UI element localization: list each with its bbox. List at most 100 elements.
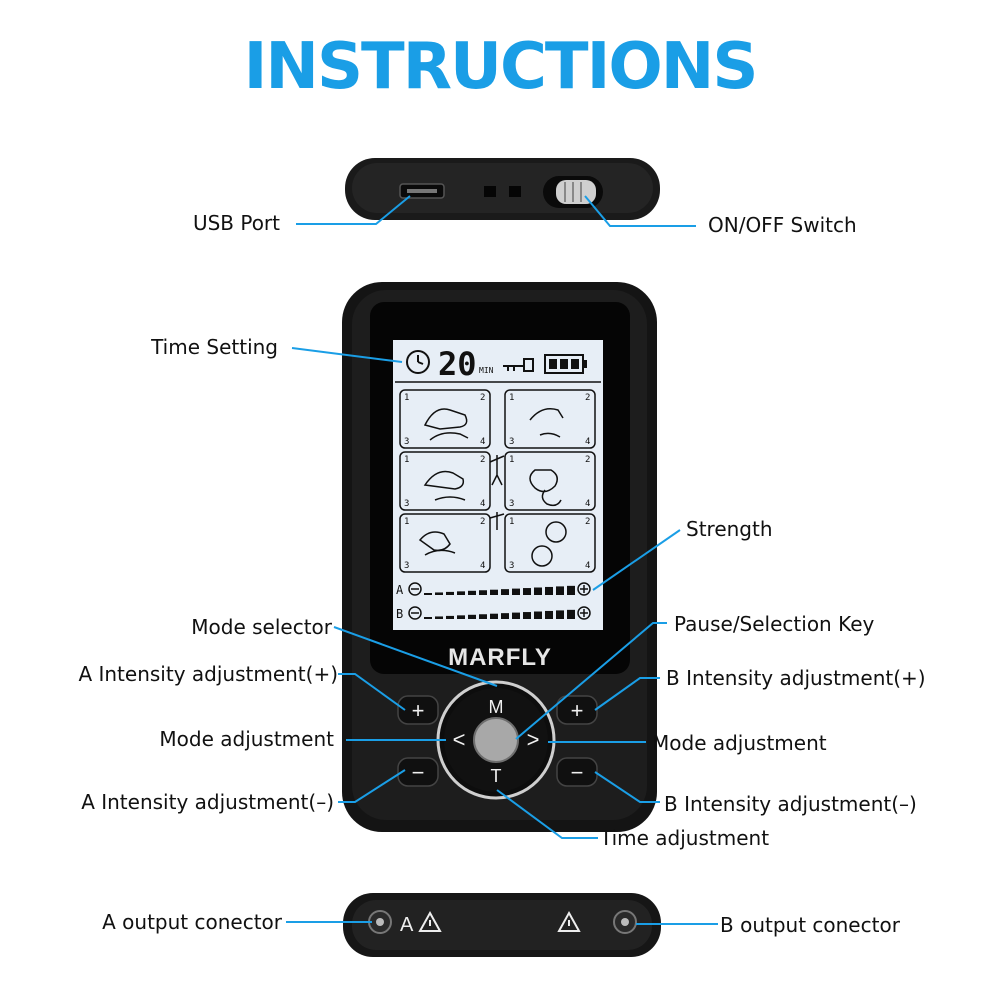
svg-text:4: 4 [480,437,485,447]
lcd-minutes-unit: MIN [479,366,494,375]
mode-selector-button[interactable]: M [489,697,504,717]
svg-text:1: 1 [509,393,514,403]
strength-segment [545,586,553,595]
mode-prev-button[interactable]: < [453,727,466,752]
strength-segment [534,611,542,619]
strength-segment [479,590,487,595]
svg-text:3: 3 [509,561,514,571]
svg-text:−: − [412,760,425,785]
svg-text:3: 3 [404,499,409,509]
strength-segment [556,610,564,619]
strength-segment [424,617,432,619]
label-mode-selector: Mode selector [191,615,332,639]
strength-segment [567,609,575,619]
time-adjustment-button[interactable]: T [491,766,502,786]
strength-segment [457,591,465,595]
lcd-minutes: 20 [438,345,477,383]
strength-segment [446,615,454,619]
label-pause-selection-key: Pause/Selection Key [674,612,875,636]
label-b-output: B output conector [720,913,900,937]
label-time-setting: Time Setting [151,335,278,359]
page-title: INSTRUCTIONS [243,30,759,104]
svg-text:1: 1 [404,455,409,465]
strength-segment [523,612,531,619]
device-bottom-edge: A [343,893,661,957]
label-strength: Strength [686,517,773,541]
label-a-intensity-plus: A Intensity adjustment(+) [78,662,338,686]
device-top-edge [345,158,660,220]
bottom-channel-a: A [400,914,414,936]
label-a-output: A output conector [102,910,282,934]
svg-text:1: 1 [404,393,409,403]
label-usb-port: USB Port [192,211,280,235]
a-output-connector-icon [368,910,392,934]
strength-segment [424,593,432,595]
svg-text:1: 1 [404,517,409,527]
svg-text:4: 4 [585,499,590,509]
warning-icon [557,910,581,932]
svg-text:3: 3 [404,437,409,447]
clock-icon [406,350,430,374]
svg-text:4: 4 [480,499,485,509]
a-intensity-minus-button[interactable] [397,757,439,787]
strength-segment [457,615,465,619]
label-b-intensity-minus: B Intensity adjustment(–) [664,792,917,816]
strength-segment [545,610,553,619]
label-b-intensity-plus: B Intensity adjustment(+) [666,666,926,690]
svg-text:4: 4 [585,437,590,447]
strength-segment [490,589,498,595]
strength-segment [435,592,443,595]
strength-segment [567,585,575,595]
svg-text:2: 2 [480,393,485,403]
a-intensity-plus-button[interactable] [397,695,439,725]
svg-text:−: − [571,760,584,785]
mode-next-button[interactable]: > [527,727,540,752]
svg-text:2: 2 [480,517,485,527]
label-a-intensity-minus: A Intensity adjustment(–) [81,790,334,814]
battery-icon [544,354,587,374]
svg-text:+: + [571,698,584,723]
strength-segment [512,612,520,619]
lcd-screen: 20 MIN [393,340,603,630]
svg-text:2: 2 [585,393,590,403]
strength-segment [490,613,498,619]
strength-segment [523,588,531,595]
strength-segment [501,613,509,619]
svg-text:4: 4 [585,561,590,571]
pause-selection-button[interactable] [473,717,519,763]
control-pad: M T < > + + − − [397,680,598,800]
warning-icon [418,910,442,932]
lcd-channel-b: B [396,607,403,621]
strength-segment [446,591,454,595]
svg-text:1: 1 [509,517,514,527]
b-output-connector-icon [613,910,637,934]
svg-text:2: 2 [585,455,590,465]
svg-text:2: 2 [480,455,485,465]
callout-lines [286,195,718,925]
lock-icon [503,358,534,372]
strength-segment [479,614,487,619]
svg-text:1: 1 [509,455,514,465]
strength-segment [534,587,542,595]
b-intensity-plus-button[interactable] [556,695,598,725]
svg-text:2: 2 [585,517,590,527]
svg-text:4: 4 [480,561,485,571]
label-on-off-switch: ON/OFF Switch [708,213,857,237]
svg-text:3: 3 [404,561,409,571]
strength-bars: A B [396,582,591,621]
on-off-switch-icon[interactable] [556,180,596,204]
b-intensity-minus-button[interactable] [556,757,598,787]
svg-text:3: 3 [509,437,514,447]
lcd-channel-a: A [396,583,404,597]
label-time-adjustment: Time adjustment [600,826,770,850]
strength-segment [435,616,443,619]
strength-segment [468,614,476,619]
svg-text:3: 3 [509,499,514,509]
strength-segment [556,586,564,595]
mode-panels [399,389,596,573]
label-mode-adjustment-left: Mode adjustment [159,727,334,751]
strength-segment [501,589,509,595]
strength-segment [512,588,520,595]
svg-text:+: + [412,698,425,723]
